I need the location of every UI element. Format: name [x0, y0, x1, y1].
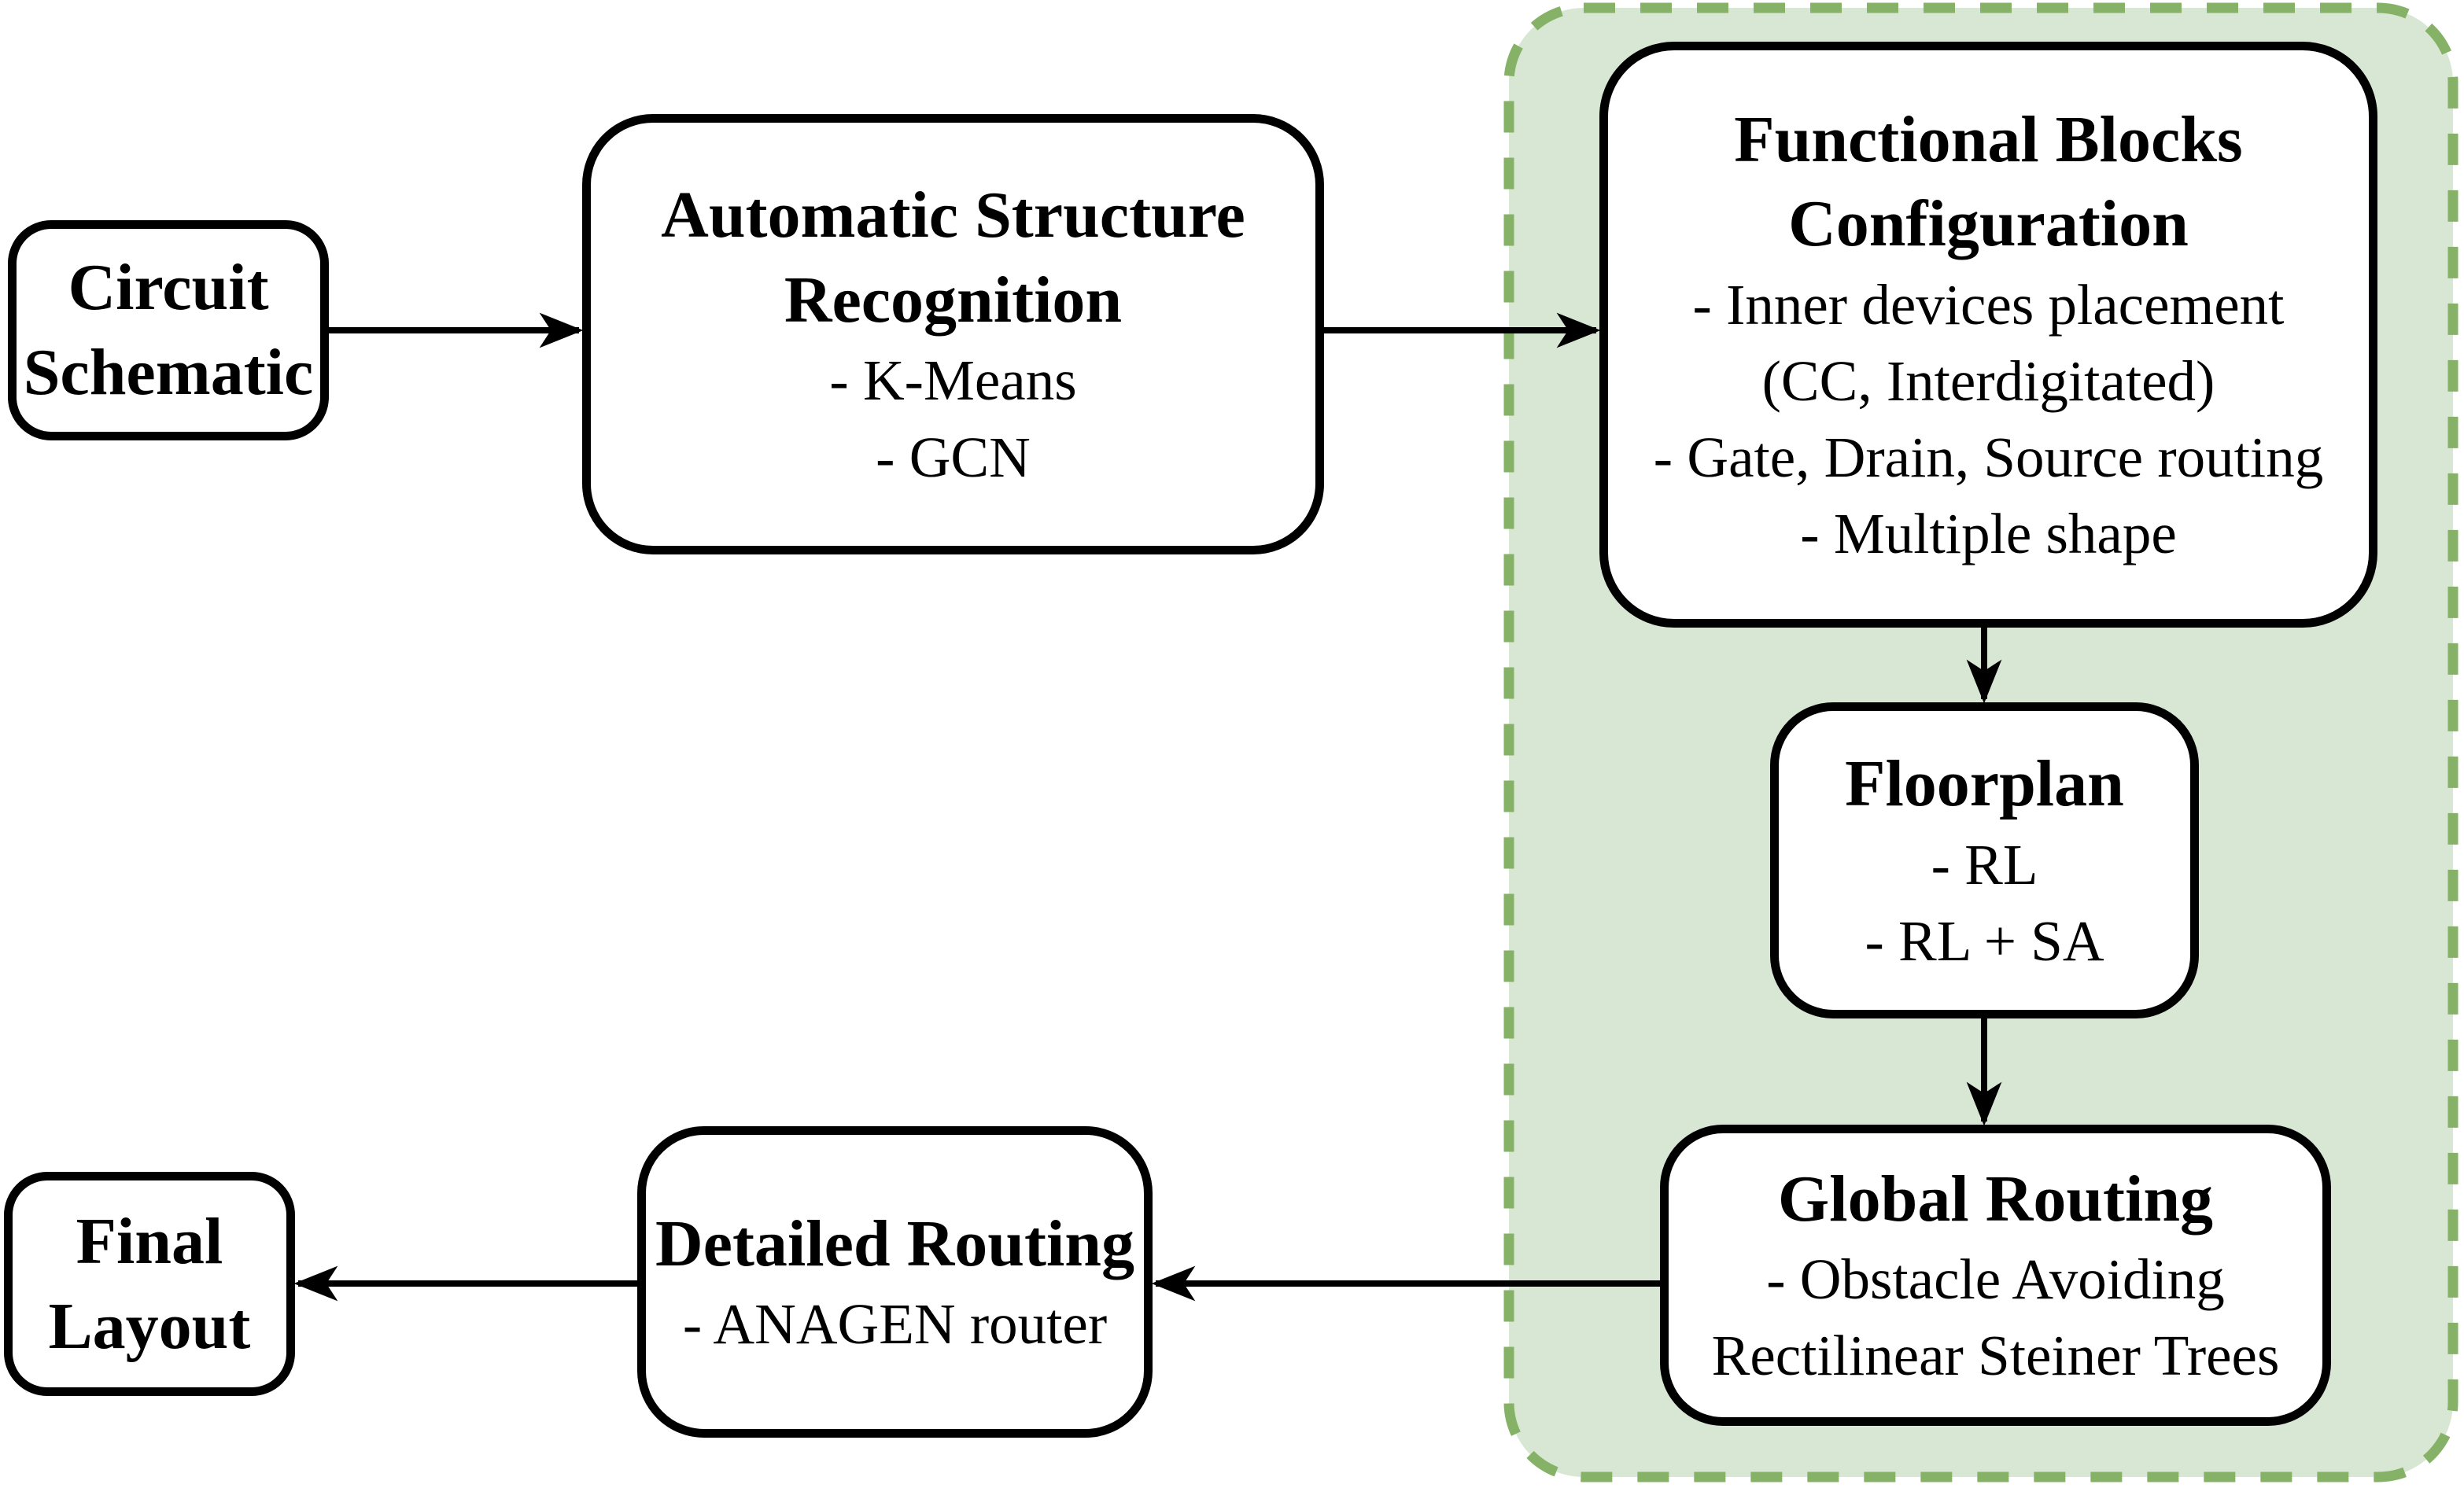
node-title: Circuit Schematic	[23, 251, 314, 409]
node-title: Functional Blocks Configuration	[1734, 102, 2243, 261]
node-final-layout: Final Layout	[4, 1172, 295, 1396]
node-automatic-structure-recognition: Automatic Structure Recognition - K-Mean…	[582, 114, 1324, 554]
node-body: - ANAGEN router	[682, 1292, 1108, 1357]
node-body: - RL - RL + SA	[1865, 832, 2104, 973]
node-body: - Inner devices placement (CC, Interdigi…	[1653, 272, 2324, 566]
node-body: - K-Means - GCN	[829, 348, 1077, 489]
node-title: Detailed Routing	[655, 1206, 1134, 1280]
node-floorplan: Floorplan - RL - RL + SA	[1770, 702, 2199, 1018]
node-body: - Obstacle Avoiding Rectilinear Steiner …	[1711, 1247, 2280, 1388]
node-title: Global Routing	[1777, 1162, 2214, 1236]
node-circuit-schematic: Circuit Schematic	[8, 220, 329, 440]
node-global-routing: Global Routing - Obstacle Avoiding Recti…	[1660, 1125, 2331, 1426]
node-title: Final Layout	[48, 1204, 251, 1363]
node-functional-blocks-configuration: Functional Blocks Configuration - Inner …	[1599, 42, 2377, 628]
node-detailed-routing: Detailed Routing - ANAGEN router	[637, 1126, 1153, 1438]
node-title: Floorplan	[1845, 747, 2124, 821]
node-title: Automatic Structure Recognition	[661, 179, 1245, 337]
